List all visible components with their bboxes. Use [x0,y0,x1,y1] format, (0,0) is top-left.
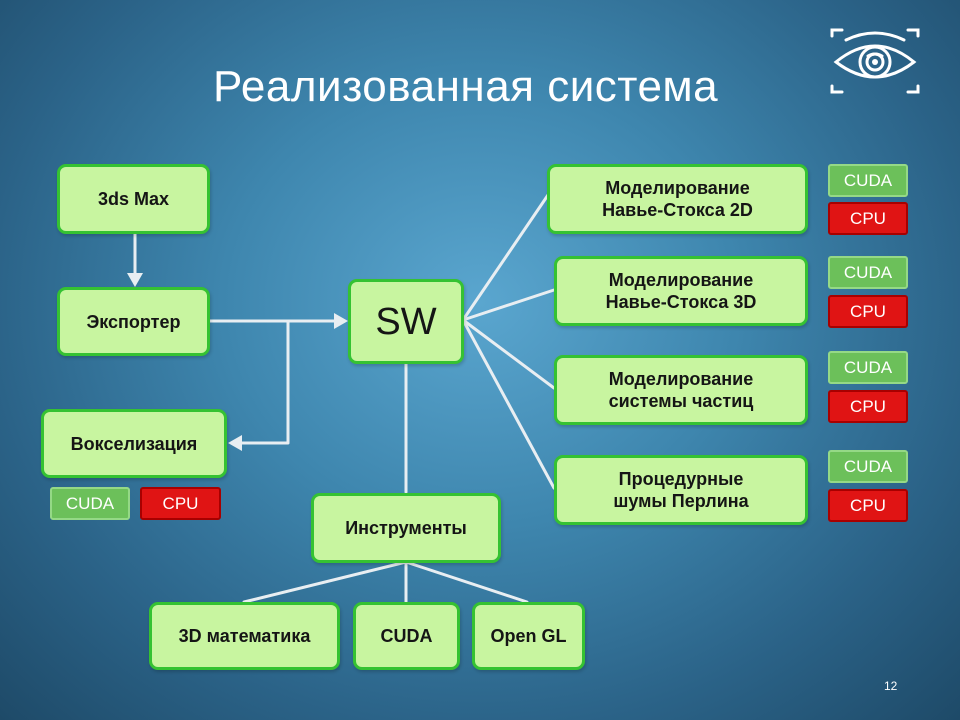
node-sw: SW [348,279,464,364]
particles-cpu-tag: CPU [828,390,908,423]
sim3d-cpu-tag: CPU [828,295,908,328]
node-navier-stokes-3d: Моделирование Навье-Стокса 3D [554,256,808,326]
node-exporter: Экспортер [57,287,210,356]
sim2d-cuda-tag: CUDA [828,164,908,197]
node-opengl: Open GL [472,602,585,670]
perlin-cpu-tag: CPU [828,489,908,522]
arrow-head-left [228,435,242,451]
voxel-cuda-tag: CUDA [50,487,130,520]
node-cuda: CUDA [353,602,460,670]
sim2d-cpu-tag: CPU [828,202,908,235]
node-tools: Инструменты [311,493,501,563]
arrow-head-down [127,273,143,287]
node-3ds-max: 3ds Max [57,164,210,234]
slide-title: Реализованная система [213,62,719,111]
particles-cuda-tag: CUDA [828,351,908,384]
sim3d-cuda-tag: CUDA [828,256,908,289]
node-particle-system: Моделирование системы частиц [554,355,808,425]
eye-logo-icon [830,28,920,94]
voxel-cpu-tag: CPU [140,487,221,520]
node-perlin-noise: Процедурные шумы Перлина [554,455,808,525]
arrow-head-right [334,313,348,329]
slide-number: 12 [884,679,898,693]
node-navier-stokes-2d: Моделирование Навье-Стокса 2D [547,164,808,234]
perlin-cuda-tag: CUDA [828,450,908,483]
node-3d-math: 3D математика [149,602,340,670]
node-voxelization: Вокселизация [41,409,227,478]
